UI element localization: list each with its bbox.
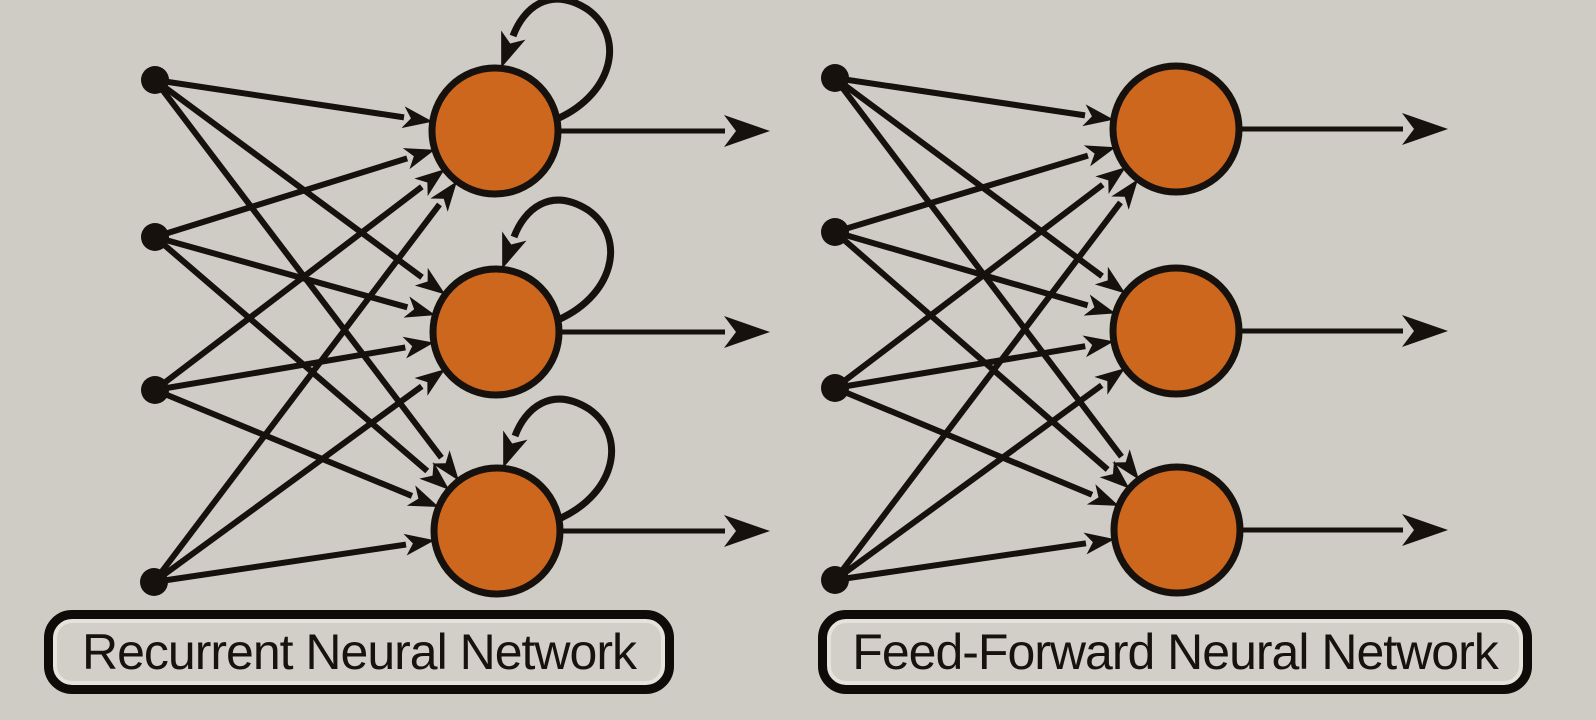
neuron-node (430, 464, 564, 598)
connection-arrow (834, 145, 1116, 235)
input-node (821, 218, 849, 246)
connection-arrow (153, 77, 446, 295)
connection-arrow (154, 234, 436, 318)
neuron-node (428, 64, 562, 198)
input-node (821, 64, 849, 92)
connection-arrow (152, 369, 446, 585)
label-text-recurrent: Recurrent Neural Network (82, 624, 637, 680)
input-node (140, 568, 168, 596)
connection-arrow (834, 532, 1115, 583)
connection-arrow (833, 167, 1126, 391)
connection-arrow (152, 78, 459, 481)
connection-arrow (832, 179, 1139, 582)
network-ffnn (821, 62, 1448, 597)
input-node (141, 223, 169, 251)
connection-arrow (834, 75, 1114, 127)
input-node (141, 66, 169, 94)
connection-arrow (154, 336, 434, 393)
connection-arrow (833, 75, 1126, 294)
neuron-node (1110, 463, 1244, 597)
connection-arrow (833, 229, 1130, 489)
connection-arrow (153, 169, 445, 393)
connection-arrow (833, 368, 1126, 583)
connection-arrow (832, 76, 1139, 480)
label-box-recurrent: Recurrent Neural Network (44, 610, 674, 694)
input-node (821, 566, 849, 594)
connection-arrow (834, 229, 1116, 316)
label-text-feed-forward: Feed-Forward Neural Network (852, 624, 1498, 680)
connection-arrow (151, 181, 458, 584)
network-rnn (140, 0, 770, 598)
self-loop-arrow (503, 395, 616, 525)
label-box-feed-forward: Feed-Forward Neural Network (818, 610, 1532, 694)
connection-arrow (153, 234, 450, 490)
connection-arrow (153, 387, 439, 507)
connection-arrow (834, 335, 1114, 391)
neuron-node (1109, 62, 1243, 196)
connection-arrow (833, 385, 1119, 506)
connection-arrow (154, 148, 435, 240)
neuron-node (429, 265, 563, 399)
connection-arrow (153, 533, 435, 585)
neuron-node (1109, 264, 1243, 398)
self-loop-arrow (501, 0, 614, 125)
self-loop-arrow (502, 196, 615, 326)
input-node (821, 374, 849, 402)
connection-arrow (154, 77, 433, 129)
input-node (141, 376, 169, 404)
